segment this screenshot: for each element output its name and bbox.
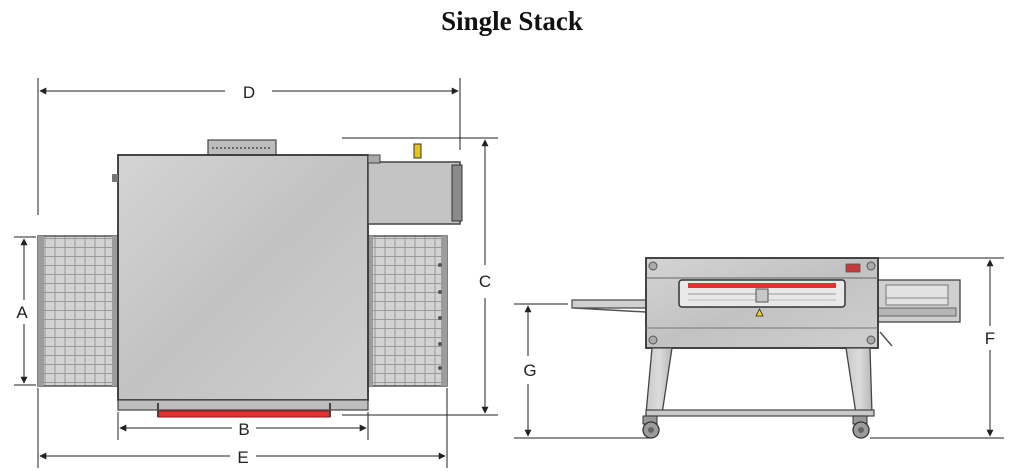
top-view (37, 139, 463, 418)
left-conveyor (37, 235, 119, 387)
warning-icon (755, 308, 764, 317)
logo-plate (845, 263, 861, 273)
dimension-label-f: F (985, 329, 995, 348)
dimension-lines-top-view (14, 78, 498, 468)
dimension-label-b: B (238, 420, 249, 439)
page-title: Single Stack (441, 6, 583, 36)
oven-body-top (117, 154, 369, 401)
heater-bar (157, 410, 331, 418)
dimension-label-e: E (237, 448, 248, 467)
dimension-label-d: D (243, 83, 255, 102)
dimension-label-c: C (479, 272, 491, 291)
dimension-label-g: G (523, 361, 536, 380)
front-view (571, 257, 961, 439)
right-conveyor (366, 235, 448, 387)
caster-left (642, 415, 660, 439)
oven-stand (645, 347, 875, 417)
dimension-lines-front-view (514, 257, 1004, 439)
left-shelf (571, 299, 649, 313)
caster-right (852, 415, 870, 439)
oven-window (678, 279, 846, 308)
dimension-label-a: A (16, 303, 28, 322)
control-box (367, 143, 463, 225)
right-shelf (875, 279, 961, 347)
